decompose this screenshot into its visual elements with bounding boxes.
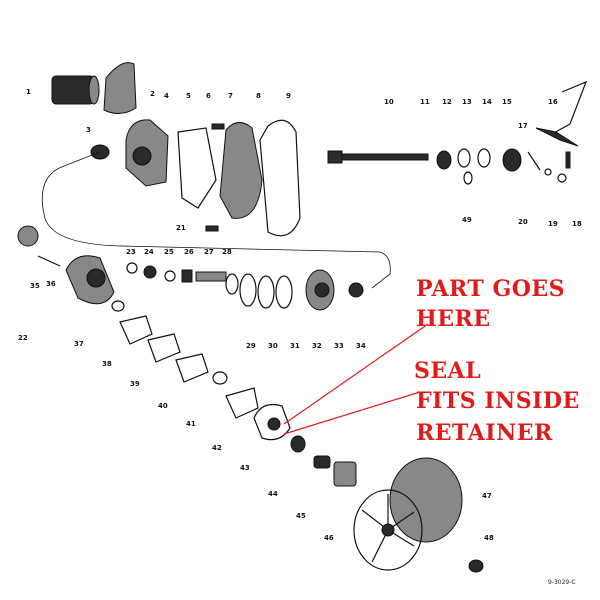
assembly-guide-line bbox=[41, 151, 391, 289]
part-label: 14 bbox=[482, 98, 492, 106]
part-label: 19 bbox=[548, 220, 558, 228]
part-2-cover bbox=[103, 62, 137, 114]
part-4-5-housing bbox=[125, 119, 169, 187]
part-label: 40 bbox=[158, 402, 168, 410]
part-label: 46 bbox=[324, 534, 334, 542]
part-31-ring bbox=[275, 275, 293, 309]
part-25-ring bbox=[164, 270, 176, 282]
part-label: 17 bbox=[518, 122, 528, 130]
part-11-bearing bbox=[436, 150, 452, 170]
part-29-ring bbox=[239, 273, 257, 307]
part-16-lever bbox=[551, 80, 588, 135]
part-32-hub bbox=[305, 269, 335, 311]
part-label: 20 bbox=[518, 218, 528, 226]
part-label: 36 bbox=[46, 280, 56, 288]
part-label: 28 bbox=[222, 248, 232, 256]
part-9-gasket bbox=[259, 119, 301, 237]
part-label: 21 bbox=[176, 224, 186, 232]
part-7-pin bbox=[211, 123, 225, 130]
part-21-stud bbox=[205, 225, 219, 232]
part-28-ring bbox=[225, 273, 239, 295]
part-30-ring bbox=[257, 275, 275, 309]
part-17-bracket bbox=[535, 127, 579, 147]
part-label: 41 bbox=[186, 420, 196, 428]
part-label: 42 bbox=[212, 444, 222, 452]
part-label: 37 bbox=[74, 340, 84, 348]
part-23-ring bbox=[126, 262, 138, 274]
part-27-sleeve bbox=[195, 271, 227, 282]
part-22-housing bbox=[65, 255, 115, 305]
part-13-ring bbox=[477, 148, 491, 168]
part-label: 23 bbox=[126, 248, 136, 256]
diagonal-parts-chain bbox=[111, 300, 357, 487]
annotation-seal-line2: FITS INSIDE bbox=[416, 388, 580, 414]
plate-code: 9-3029-C bbox=[548, 579, 576, 586]
part-label: 49 bbox=[462, 216, 472, 224]
part-label: 33 bbox=[334, 342, 344, 350]
part-number-labels: 1 2 3 4 5 6 7 8 9 10 11 12 13 14 15 16 1… bbox=[18, 88, 582, 542]
seal-annotation-leader bbox=[283, 391, 421, 435]
part-label: 5 bbox=[186, 92, 191, 100]
part-label: 27 bbox=[204, 248, 214, 256]
part-label: 10 bbox=[384, 98, 394, 106]
part-label: 24 bbox=[144, 248, 154, 256]
part-47-pulley bbox=[353, 457, 463, 571]
part-18-bolt bbox=[565, 151, 571, 169]
part-19-nut bbox=[557, 173, 567, 183]
part-24-gear bbox=[143, 265, 157, 279]
annotation-seal-line1: SEAL bbox=[414, 358, 481, 384]
part-36-shaft bbox=[37, 255, 61, 267]
part-label: 15 bbox=[502, 98, 512, 106]
part-48-nut bbox=[468, 559, 484, 573]
part-annotation-leader bbox=[283, 323, 429, 425]
part-label: 18 bbox=[572, 220, 582, 228]
part-label: 12 bbox=[442, 98, 452, 106]
part-label: 47 bbox=[482, 492, 492, 500]
part-label: 30 bbox=[268, 342, 278, 350]
part-label: 45 bbox=[296, 512, 306, 520]
part-1-cylinder bbox=[51, 75, 100, 105]
part-label: 38 bbox=[102, 360, 112, 368]
part-12-ring bbox=[457, 148, 471, 168]
annotation-part-line1: PART GOES bbox=[416, 276, 565, 302]
part-label: 2 bbox=[150, 90, 155, 98]
part-label: 3 bbox=[86, 126, 91, 134]
part-label: 43 bbox=[240, 464, 250, 472]
part-14-gear bbox=[502, 148, 522, 172]
part-15-link bbox=[527, 151, 541, 171]
part-label: 44 bbox=[268, 490, 278, 498]
part-label: 35 bbox=[30, 282, 40, 290]
part-label: 34 bbox=[356, 342, 366, 350]
part-label: 11 bbox=[420, 98, 430, 106]
part-34-cap bbox=[348, 282, 364, 298]
part-label: 9 bbox=[286, 92, 291, 100]
part-35-ball bbox=[17, 225, 39, 247]
part-label: 1 bbox=[26, 88, 31, 96]
part-20-washer bbox=[544, 168, 552, 176]
part-label: 48 bbox=[484, 534, 494, 542]
part-label: 4 bbox=[164, 92, 169, 100]
annotation-seal-line3: RETAINER bbox=[416, 420, 553, 446]
part-label: 16 bbox=[548, 98, 558, 106]
annotation-part-line2: HERE bbox=[416, 306, 491, 332]
part-label: 29 bbox=[246, 342, 256, 350]
part-8-cover bbox=[219, 122, 263, 219]
part-label: 13 bbox=[462, 98, 472, 106]
part-label: 8 bbox=[256, 92, 261, 100]
part-10-shaft bbox=[327, 150, 429, 164]
part-49-seal bbox=[463, 171, 473, 185]
part-label: 31 bbox=[290, 342, 300, 350]
part-label: 22 bbox=[18, 334, 28, 342]
part-label: 32 bbox=[312, 342, 322, 350]
part-label: 25 bbox=[164, 248, 174, 256]
part-label: 39 bbox=[130, 380, 140, 388]
part-label: 7 bbox=[228, 92, 233, 100]
part-26-spacer bbox=[181, 269, 193, 283]
part-label: 26 bbox=[184, 248, 194, 256]
part-6-gasket bbox=[177, 127, 217, 209]
part-label: 6 bbox=[206, 92, 211, 100]
seal-retainer bbox=[253, 403, 291, 441]
